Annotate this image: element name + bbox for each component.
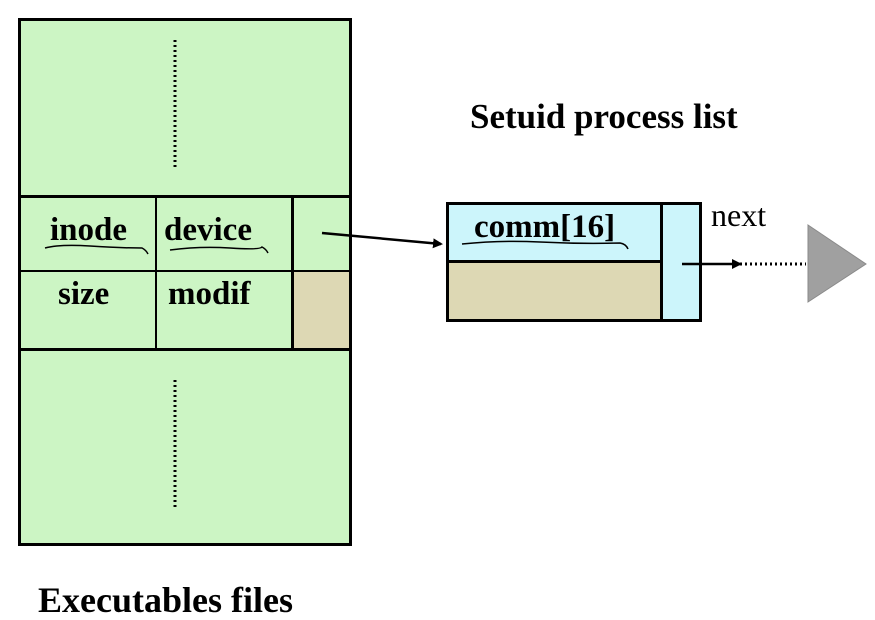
continuation-triangle [807, 224, 867, 303]
underline-comm [461, 240, 629, 250]
executables-title: Executables files [38, 580, 293, 620]
pointer-arrow [321, 231, 443, 249]
table-column-divider-1 [155, 195, 157, 350]
table-row-divider-top [18, 195, 352, 198]
field-size: size [58, 276, 110, 312]
process-node-data-cell [449, 262, 661, 319]
process-list-title: Setuid process list [470, 97, 738, 136]
link-cell-tan [294, 272, 349, 348]
table-row-divider-bottom [18, 348, 352, 351]
process-node-column-divider [660, 205, 663, 319]
table-row-divider-middle [18, 270, 352, 272]
field-comm: comm[16] [474, 209, 616, 245]
field-device: device [164, 212, 252, 248]
field-inode: inode [50, 212, 128, 248]
table-column-divider-2 [291, 195, 294, 350]
process-node-row-divider [449, 260, 661, 263]
field-modif: modif [168, 276, 251, 312]
underline-device [169, 246, 269, 254]
underline-inode [44, 244, 149, 255]
next-label: next [711, 197, 767, 233]
